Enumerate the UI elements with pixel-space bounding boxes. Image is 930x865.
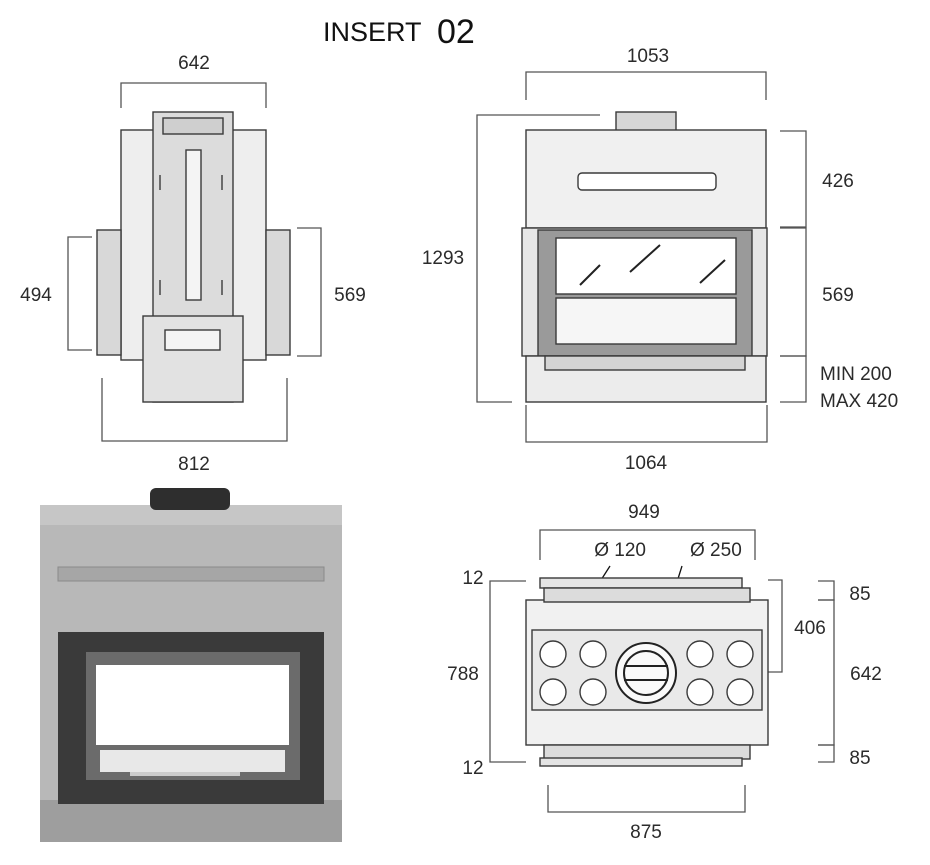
dim-line-front-door xyxy=(780,227,807,357)
title-number: 02 xyxy=(437,13,475,51)
dim-line-rear-bottom-width xyxy=(547,785,746,813)
top-view-height-right: 569 xyxy=(334,285,366,306)
dim-line-top-width xyxy=(120,82,267,108)
rear-view-outlet-height: 406 xyxy=(794,618,826,639)
rear-view-frame-top: 85 xyxy=(849,584,870,605)
dim-line-front-base xyxy=(780,355,807,403)
photo-handle-bar xyxy=(57,566,325,582)
top-view-body xyxy=(96,111,291,403)
dim-line-bottom-width xyxy=(101,378,288,442)
dim-line-rear-frame-bottom xyxy=(818,744,835,763)
rear-view-margin-top: 12 xyxy=(462,568,483,589)
front-view-door-height: 569 xyxy=(822,285,854,306)
front-view-upper-height: 426 xyxy=(822,171,854,192)
top-view: 642 494 569 812 xyxy=(20,53,366,475)
front-view-height-total: 1293 xyxy=(422,248,464,269)
dim-line-rear-frame-top xyxy=(818,580,835,601)
dim-line-rear-outlet xyxy=(768,579,783,673)
front-view-width-top: 1053 xyxy=(627,46,669,67)
rear-view-width-bottom: 875 xyxy=(630,822,662,843)
front-view-base-min: MIN 200 xyxy=(820,364,892,385)
photo-door-glass xyxy=(96,665,289,745)
flue-collar xyxy=(150,488,230,510)
rear-view: 949 Ø 120 Ø 250 12 788 12 85 406 642 85 … xyxy=(447,502,882,843)
top-view-height-left: 494 xyxy=(20,285,52,306)
title-word: INSERT xyxy=(323,17,422,47)
product-photo xyxy=(40,488,342,842)
dim-line-front-bottom-width xyxy=(525,405,768,443)
dim-line-rear-top-width xyxy=(539,529,756,560)
rear-view-margin-bottom: 12 xyxy=(462,758,483,779)
dim-line-right-height xyxy=(297,227,322,357)
front-view: 1053 1293 426 569 MIN 200 MAX 420 1064 xyxy=(422,46,898,474)
front-view-base-max: MAX 420 xyxy=(820,391,898,412)
rear-view-duct-large: Ø 250 xyxy=(690,540,742,561)
dim-line-front-top-width xyxy=(525,71,767,100)
rear-view-body-height: 642 xyxy=(850,664,882,685)
rear-view-body xyxy=(525,577,769,767)
rear-view-frame-bottom: 85 xyxy=(849,748,870,769)
dim-line-front-upper xyxy=(780,130,807,228)
rear-view-width-top: 949 xyxy=(628,502,660,523)
top-view-width-top: 642 xyxy=(178,53,210,74)
dim-line-left-height xyxy=(67,236,92,351)
rear-view-duct-small: Ø 120 xyxy=(594,540,646,561)
front-view-width-bottom: 1064 xyxy=(625,453,668,474)
page-title: INSERT 02 xyxy=(323,13,475,51)
top-view-width-bottom: 812 xyxy=(178,454,210,475)
rear-view-height-total: 788 xyxy=(447,664,479,685)
dim-line-front-total-height xyxy=(476,114,600,403)
dim-line-rear-total-height xyxy=(489,580,526,763)
front-view-body xyxy=(521,111,768,403)
